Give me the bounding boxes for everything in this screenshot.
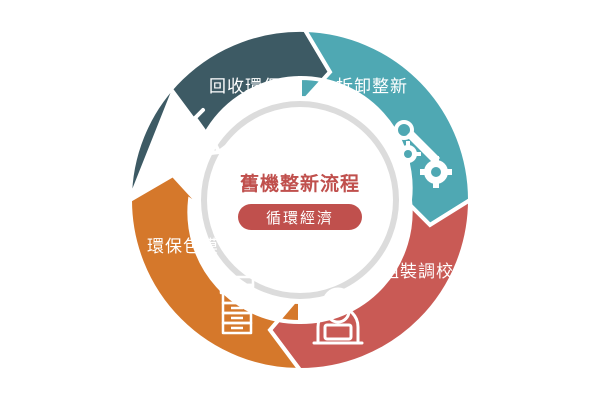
gears-wrench-icon: [394, 120, 452, 188]
inner-gray-ring: [201, 101, 399, 299]
center-title: 舊機整新流程: [240, 172, 360, 195]
segment-label-recycle: 回收環保: [209, 77, 281, 97]
segment-label-assemble: 組裝調校: [382, 262, 454, 282]
segment-label-disassemble: 拆卸整新: [336, 77, 408, 97]
center-subtitle-pill: [238, 204, 362, 230]
segment-wrap: [127, 172, 305, 373]
segment-recycle: [128, 27, 333, 201]
recycle-icon: [165, 108, 229, 156]
technician-laptop-icon: [312, 287, 364, 345]
segment-label-wrap: 環保包膜: [147, 237, 219, 257]
center-subtitle: 循環經濟: [266, 209, 334, 227]
center-disc: [222, 122, 378, 278]
copier-machine-icon: [219, 275, 255, 335]
